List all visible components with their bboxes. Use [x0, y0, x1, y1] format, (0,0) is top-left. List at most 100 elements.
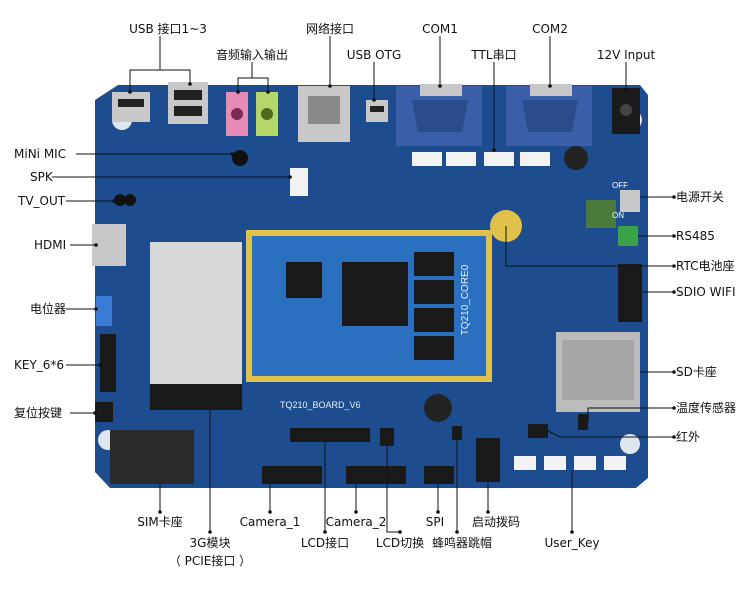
- switch-on-label: ON: [612, 211, 624, 220]
- label-pcie: （ PCIE接口 ）: [168, 554, 252, 568]
- leader-line: [386, 446, 400, 533]
- user-keys: [514, 456, 626, 470]
- camera2-header: [346, 466, 406, 484]
- leader-dot: [158, 510, 162, 514]
- spi-header: [424, 466, 454, 484]
- board-silkscreen: TQ210_BOARD_V6: [280, 400, 361, 410]
- label-mini-mic: MiNi MIC: [14, 147, 67, 161]
- mount-hole-icon: [620, 434, 640, 454]
- leader-dot: [672, 290, 676, 294]
- label-camera1: Camera_1: [239, 515, 301, 529]
- leader-dot: [672, 195, 676, 199]
- label-usb-ports: USB 接口1~3: [129, 22, 207, 36]
- label-buzzer-jumper: 蜂鸣器跳帽: [431, 536, 493, 550]
- label-audio: 音频输入输出: [215, 48, 289, 62]
- leader-dot: [323, 530, 327, 534]
- ir-receiver-icon: [528, 424, 548, 438]
- tv-out-jacks: [114, 194, 136, 206]
- ttl-connectors: [412, 146, 588, 170]
- leader-dot: [672, 406, 676, 410]
- com2-port: [506, 84, 592, 146]
- leader-dot: [112, 199, 116, 203]
- leader-line: [129, 36, 161, 92]
- leader-line: [237, 62, 253, 92]
- leader-dot: [436, 510, 440, 514]
- leader-dot: [266, 90, 270, 94]
- lcd-switch-jumper: [380, 428, 394, 446]
- label-com2: COM2: [532, 22, 568, 36]
- label-key-6x6: KEY_6*6: [14, 358, 65, 372]
- label-rtc-battery: RTC电池座: [676, 259, 735, 273]
- leader-dot: [208, 530, 212, 534]
- leader-dot: [328, 84, 332, 88]
- label-12v: 12V Input: [596, 48, 656, 62]
- spk-connector: [290, 168, 308, 196]
- label-com1: COM1: [422, 22, 458, 36]
- power-switch: [620, 190, 640, 212]
- label-lcd: LCD接口: [300, 536, 350, 550]
- key-header: [100, 334, 116, 392]
- power-jack: [612, 88, 640, 134]
- leader-line: [587, 407, 674, 422]
- mic-icon: [232, 150, 248, 166]
- label-3g-module: 3G模块: [189, 536, 231, 550]
- reset-button: [95, 402, 113, 422]
- temp-sensor-icon: [578, 414, 588, 430]
- leader-dot: [128, 90, 132, 94]
- label-rs485: RS485: [676, 229, 715, 243]
- label-spi: SPI: [425, 515, 445, 529]
- label-lcd-switch: LCD切换: [375, 536, 425, 550]
- leader-dot: [98, 363, 102, 367]
- potentiometer-icon: [96, 296, 112, 326]
- com1-port: [396, 84, 482, 146]
- leader-dot: [268, 510, 272, 514]
- audio-jacks: [226, 92, 278, 136]
- leader-dot: [93, 411, 97, 415]
- buzzer-jumper: [452, 426, 462, 440]
- leader-dot: [188, 82, 192, 86]
- leader-dot: [672, 264, 676, 268]
- leader-line: [160, 69, 191, 84]
- leader-dot: [492, 148, 496, 152]
- label-infrared: 红外: [676, 430, 701, 444]
- label-usb-otg: USB OTG: [346, 48, 402, 62]
- label-ethernet: 网络接口: [305, 22, 355, 36]
- leader-dot: [570, 530, 574, 534]
- label-sim-slot: SIM卡座: [137, 515, 183, 529]
- leader-dot: [398, 530, 402, 534]
- leader-dot: [236, 90, 240, 94]
- label-tv-out: TV_OUT: [18, 194, 66, 208]
- buzzer-icon: [424, 394, 452, 422]
- module-3g-area: [150, 242, 242, 410]
- usb-otg-port: [366, 100, 388, 122]
- switch-off-label: OFF: [612, 181, 628, 190]
- leader-lines: [52, 36, 676, 534]
- usb-ports: [112, 82, 208, 124]
- sim-card-slot: [110, 430, 194, 484]
- leader-dot: [94, 307, 98, 311]
- core-board-label: TQ210_CORE0: [460, 264, 471, 335]
- label-sd-slot: SD卡座: [676, 365, 717, 379]
- leader-dot: [354, 510, 358, 514]
- camera1-header: [262, 466, 322, 484]
- lcd-connector: [290, 428, 370, 442]
- sd-card-slot: [556, 332, 640, 412]
- leader-line: [252, 77, 269, 92]
- label-hdmi: HDMI: [34, 238, 67, 252]
- label-user-key: User_Key: [544, 536, 600, 550]
- label-spk: SPK: [30, 170, 53, 184]
- rs485-terminal: [618, 226, 638, 246]
- label-power-switch: 电源开关: [676, 190, 725, 204]
- leader-dot: [548, 84, 552, 88]
- label-temp-sensor: 温度传感器: [676, 401, 737, 415]
- leader-line: [505, 226, 674, 267]
- label-sdio-wifi: SDIO WIFI: [676, 285, 736, 299]
- leader-dot: [672, 370, 676, 374]
- leader-dot: [624, 88, 628, 92]
- ethernet-port: [298, 86, 350, 142]
- sdio-wifi-header: [618, 264, 642, 322]
- label-camera2: Camera_2: [325, 515, 387, 529]
- leader-dot: [672, 435, 676, 439]
- label-boot-switch: 启动拨码: [471, 515, 521, 529]
